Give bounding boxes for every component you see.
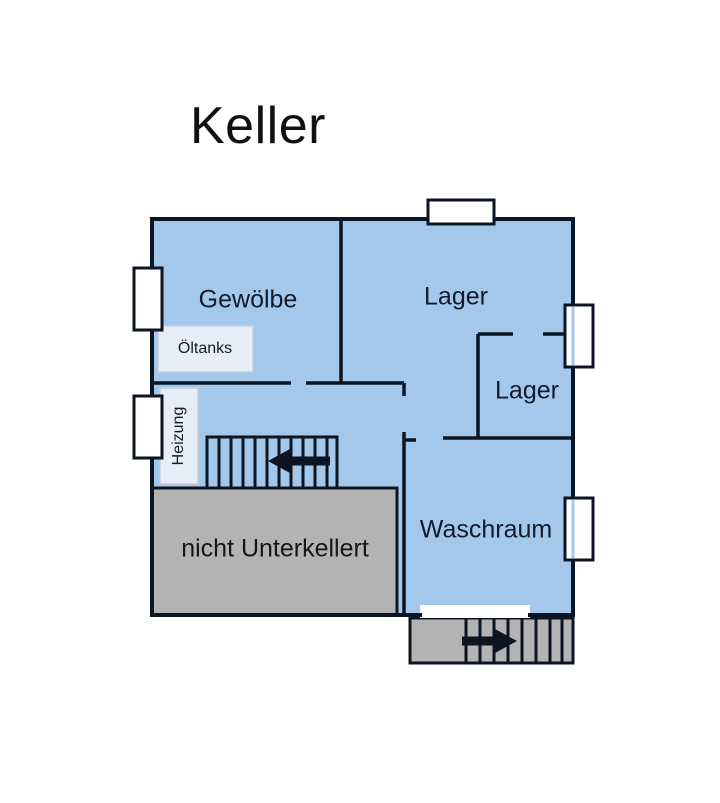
fixture-label-oeltanks: Öltanks <box>177 340 233 357</box>
oeltanks-fixture <box>157 325 254 373</box>
room-label-unexcavated: nicht Unterkellert <box>181 534 369 563</box>
heizung-fixture <box>159 387 199 485</box>
interior-stairs <box>205 435 339 490</box>
exterior-stair-direction-arrow <box>462 629 517 653</box>
window-left-upper <box>132 266 164 332</box>
room-fill-waschraum-lower <box>397 488 573 615</box>
fixture-label-heizung: Heizung <box>170 406 187 466</box>
windows <box>132 198 595 562</box>
room-label-waschraum: Waschraum <box>419 515 553 544</box>
window-left-lower <box>132 394 164 460</box>
window-right-upper <box>563 303 595 369</box>
page-title: Keller <box>190 97 326 155</box>
room-label-gewoelbe: Gewölbe <box>198 285 298 314</box>
room-fills <box>152 219 573 615</box>
window-openings-mask <box>150 217 575 617</box>
room-label-lager-large: Lager <box>424 282 488 311</box>
interior-walls <box>152 219 573 615</box>
interior-stair-direction-arrow <box>268 449 330 473</box>
exterior-stair-block <box>408 616 575 665</box>
window-right-lower <box>563 496 595 562</box>
room-label-lager-small: Lager <box>495 376 559 405</box>
